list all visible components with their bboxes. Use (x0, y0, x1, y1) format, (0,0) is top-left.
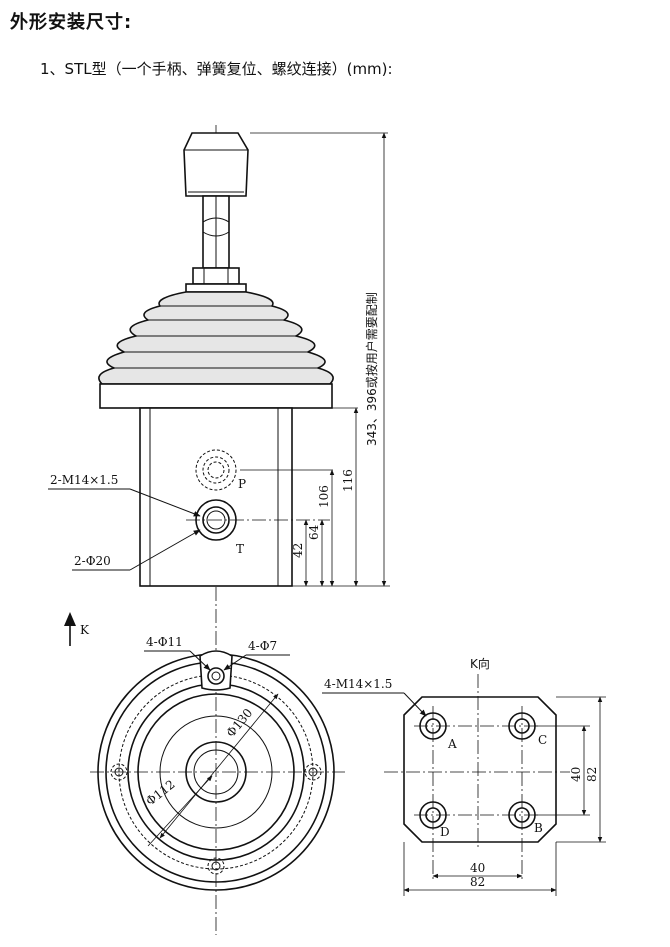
k-direction-arrow: K (64, 612, 90, 646)
diameter-callout: 2-Φ20 (74, 554, 111, 568)
mounting-holes (110, 667, 322, 875)
dia-130: Φ130 (224, 706, 256, 740)
side-view: P T 2-M14×1.5 2-Φ20 42 64 106 116 343、3 (48, 125, 390, 935)
k-dim-82-v: 82 (585, 767, 599, 782)
dim-64: 64 (307, 524, 321, 540)
valve-body (139, 407, 293, 587)
svg-text:B: B (534, 821, 543, 835)
k-view: K向 A C D B 4-M14×1.5 (322, 656, 606, 896)
k-dim-40-v: 40 (569, 767, 583, 782)
dim-42: 42 (291, 543, 305, 558)
port-t-label: T (236, 542, 244, 556)
dim-total: 343、396或按用户需要配制 (364, 292, 379, 446)
subtitle: 1、STL型（一个手柄、弹簧复位、螺纹连接）(mm): (40, 60, 393, 78)
lock-nut (192, 267, 240, 285)
svg-text:C: C (538, 733, 547, 747)
k-thread-callout: 4-M14×1.5 (324, 677, 392, 691)
page-title: 外形安装尺寸: (10, 12, 133, 33)
hole-callout-11: 4-Φ11 (146, 635, 183, 649)
port-p-label: P (238, 477, 246, 491)
dim-116: 116 (341, 469, 355, 492)
base-plate (403, 696, 557, 843)
k-dim-40-h: 40 (470, 861, 485, 875)
hole-callout-7: 4-Φ7 (248, 639, 277, 653)
top-plate (99, 383, 333, 409)
port-d: D (419, 801, 450, 839)
handle-knob (183, 132, 249, 197)
port-c: C (508, 712, 547, 747)
k-dim-82-h: 82 (470, 875, 485, 889)
svg-text:A: A (447, 737, 457, 751)
top-view: 4-Φ11 4-Φ7 Φ130 Φ112 (90, 635, 345, 891)
thread-callout: 2-M14×1.5 (50, 473, 118, 487)
port-b: B (508, 801, 543, 835)
k-view-title: K向 (470, 656, 490, 671)
dim-106: 106 (317, 485, 331, 508)
k-arrow-label: K (80, 623, 90, 637)
port-a: A (419, 712, 457, 751)
svg-text:D: D (440, 825, 450, 839)
